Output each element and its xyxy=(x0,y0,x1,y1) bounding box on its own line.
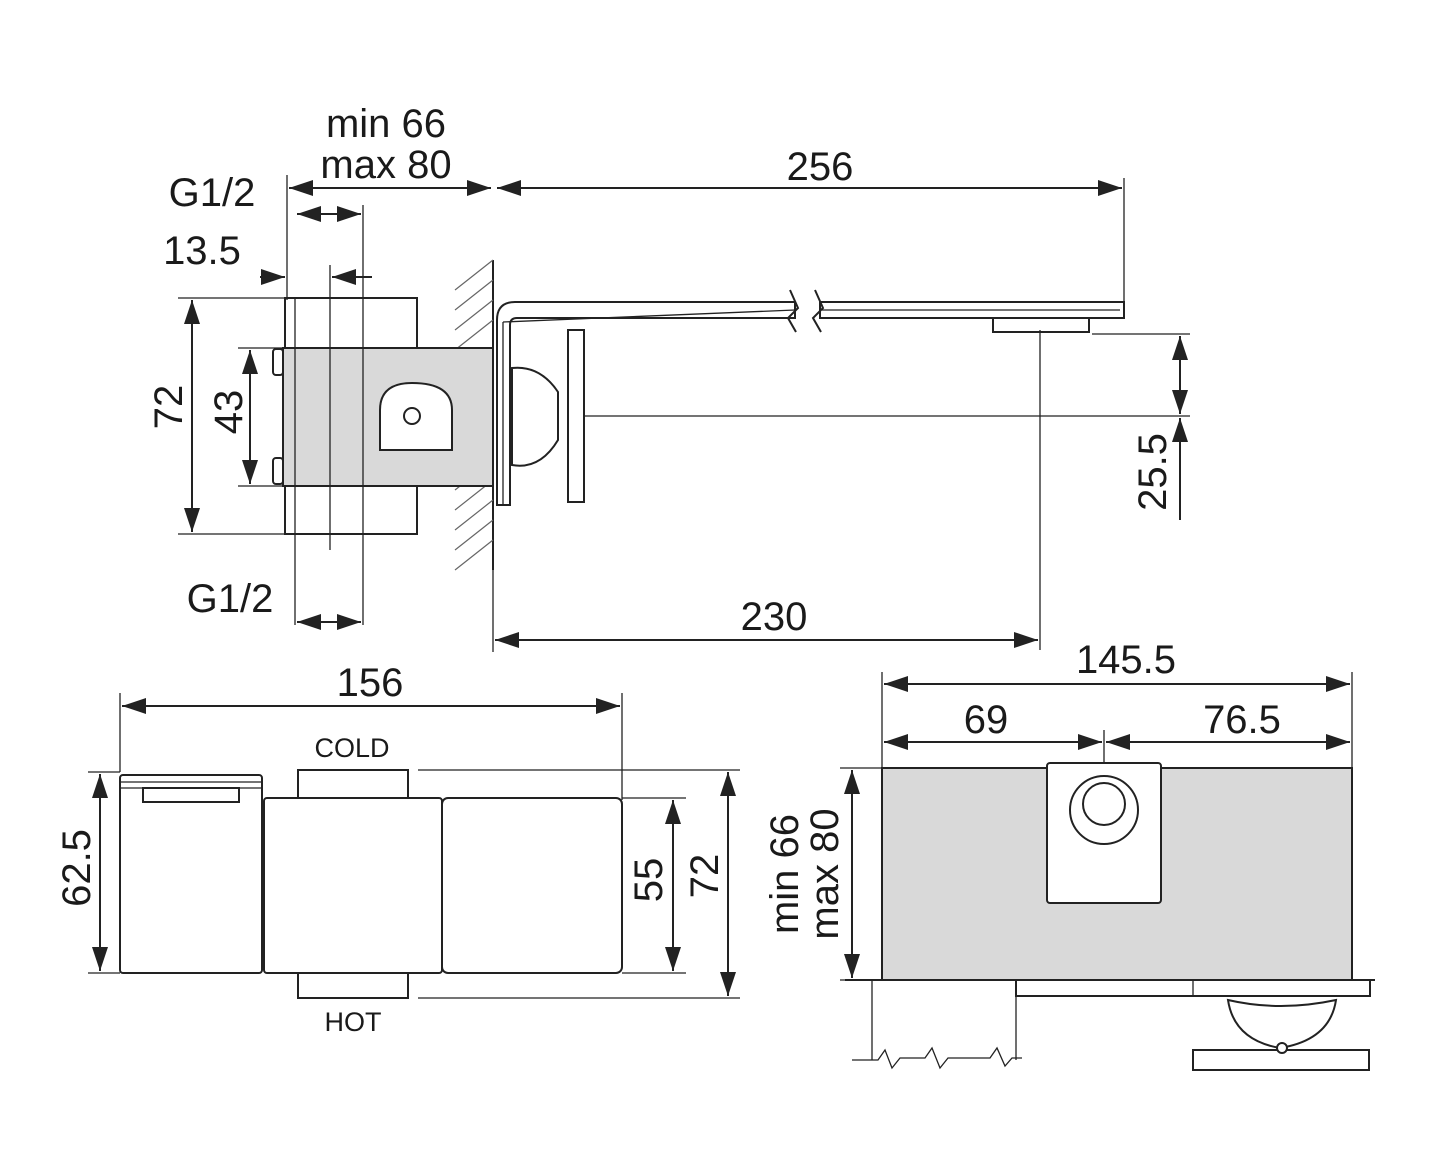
handle-screw-icon xyxy=(1276,1042,1288,1054)
outlet-height-label: 25.5 xyxy=(1131,433,1175,511)
total-height-label: 72 xyxy=(683,854,727,899)
thread-top-label: G1/2 xyxy=(169,171,256,215)
body-height-label: 55 xyxy=(627,858,671,903)
spout-length-label: 256 xyxy=(787,145,854,189)
hot-connector xyxy=(297,969,409,999)
aerator xyxy=(992,317,1090,333)
front-view: 156 COLD HOT 62.5 55 72 xyxy=(55,661,740,1037)
height-body-label: 43 xyxy=(207,390,251,435)
handle-knob-top xyxy=(1226,998,1338,1050)
depth-max-label: max 80 xyxy=(803,808,847,939)
hot-label: HOT xyxy=(325,1007,382,1037)
side-view: min 66 max 80 256 G1/2 13.5 72 43 25.5 G… xyxy=(147,102,1190,652)
mixer-body-front xyxy=(263,797,443,974)
gap-max-label: max 80 xyxy=(320,143,451,187)
offset-label: 13.5 xyxy=(163,229,241,273)
top-view: 145.5 69 76.5 min 66 max 80 xyxy=(763,638,1375,1071)
thread-bottom-label: G1/2 xyxy=(187,577,274,621)
cold-label: COLD xyxy=(314,733,389,763)
top-width-label: 145.5 xyxy=(1076,638,1176,682)
right-part-label: 76.5 xyxy=(1203,698,1281,742)
depth-min-label: min 66 xyxy=(763,814,807,934)
top-nipple xyxy=(272,348,284,376)
gap-min-label: min 66 xyxy=(326,102,446,146)
spout-height-label: 62.5 xyxy=(55,829,99,907)
left-part-label: 69 xyxy=(964,698,1009,742)
wall-break xyxy=(852,1046,1022,1070)
front-width-label: 156 xyxy=(337,661,404,705)
bottom-nipple xyxy=(272,457,284,485)
cold-connector xyxy=(297,769,409,799)
handle-plate xyxy=(567,329,585,503)
cartridge-center-icon xyxy=(403,407,421,425)
spout xyxy=(496,301,796,506)
height-total-label: 72 xyxy=(147,385,191,430)
handle-front xyxy=(441,797,623,974)
handle-knob xyxy=(511,366,559,467)
spout-front xyxy=(119,774,263,974)
spout-front-aerator xyxy=(142,787,240,803)
cartridge-core-icon xyxy=(1082,782,1126,826)
projection-label: 230 xyxy=(741,595,808,639)
